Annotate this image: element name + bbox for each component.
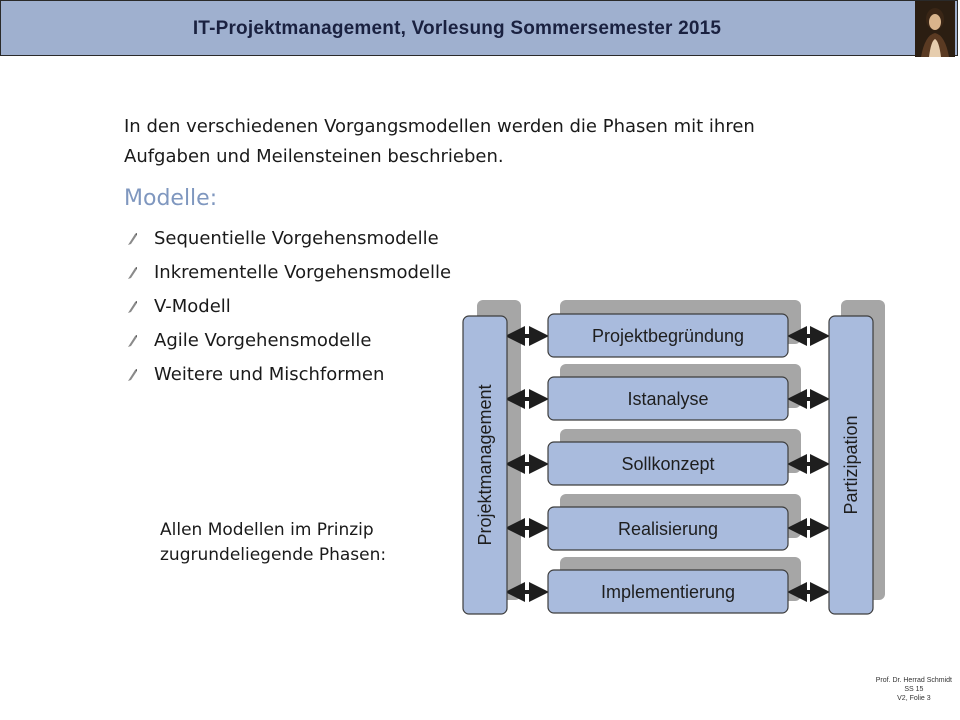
slide-title: IT-Projektmanagement, Vorlesung Sommerse… [192, 18, 722, 39]
modelle-heading: Modelle: [124, 186, 218, 211]
phase-label: Istanalyse [627, 389, 708, 409]
phase-box-istanalyse [547, 376, 789, 421]
project-management-label: Projektmanagement [475, 384, 495, 545]
phase-diagram: Projektbegründung Istanalyse Sollkonzept… [462, 300, 885, 615]
list-item-label: Sequentielle Vorgehensmodelle [154, 228, 439, 249]
list-item: Agile Vorgehensmodelle [126, 324, 451, 358]
footer-semester: SS 15 [904, 686, 924, 693]
phase-box-realisierung [547, 506, 789, 551]
quill-bullet-icon [128, 369, 137, 381]
slide-footer: Prof. Dr. Herrad Schmidt SS 15 V2, Folie… [876, 676, 952, 703]
quill-bullet-icon [128, 301, 137, 313]
list-item-label: Inkrementelle Vorgehensmodelle [154, 262, 452, 283]
phase-label: Sollkonzept [621, 454, 714, 474]
modelle-list: Sequentielle Vorgehensmodelle Inkremente… [126, 222, 451, 392]
list-item: Weitere und Mischformen [126, 358, 451, 392]
footer-slide-number: V2, Folie 3 [897, 695, 931, 702]
participation-label: Partizipation [841, 415, 861, 514]
phase-label: Projektbegründung [592, 326, 744, 346]
phase-box-projektbegruendung [547, 313, 789, 358]
phases-caption-line: Allen Modellen im Prinzip [160, 520, 374, 540]
intro-paragraph: In den verschiedenen Vorgangsmodellen we… [124, 116, 755, 167]
list-item-label: Agile Vorgehensmodelle [154, 330, 372, 351]
quill-bullet-icon [128, 267, 137, 279]
phase-box-sollkonzept [547, 441, 789, 486]
participation-bar [828, 315, 874, 615]
phases-caption-line: zugrundeliegende Phasen: [160, 545, 387, 565]
phase-label: Realisierung [618, 519, 718, 539]
list-item-label: Weitere und Mischformen [154, 364, 385, 385]
phase-label: Implementierung [601, 582, 735, 602]
phases-caption: Allen Modellen im Prinzip zugrundeliegen… [160, 518, 386, 568]
slide-header: IT-Projektmanagement, Vorlesung Sommerse… [0, 0, 958, 57]
quill-bullet-icon [128, 233, 137, 245]
portrait-image [915, 1, 955, 57]
footer-author: Prof. Dr. Herrad Schmidt [875, 677, 952, 684]
quill-bullet-icon [128, 335, 137, 347]
list-item-label: V-Modell [154, 296, 231, 317]
list-item: Inkrementelle Vorgehensmodelle [126, 256, 451, 290]
list-item: Sequentielle Vorgehensmodelle [126, 222, 451, 256]
list-item: V-Modell [126, 290, 451, 324]
phase-box-implementierung [547, 569, 789, 614]
project-management-bar [462, 315, 508, 615]
